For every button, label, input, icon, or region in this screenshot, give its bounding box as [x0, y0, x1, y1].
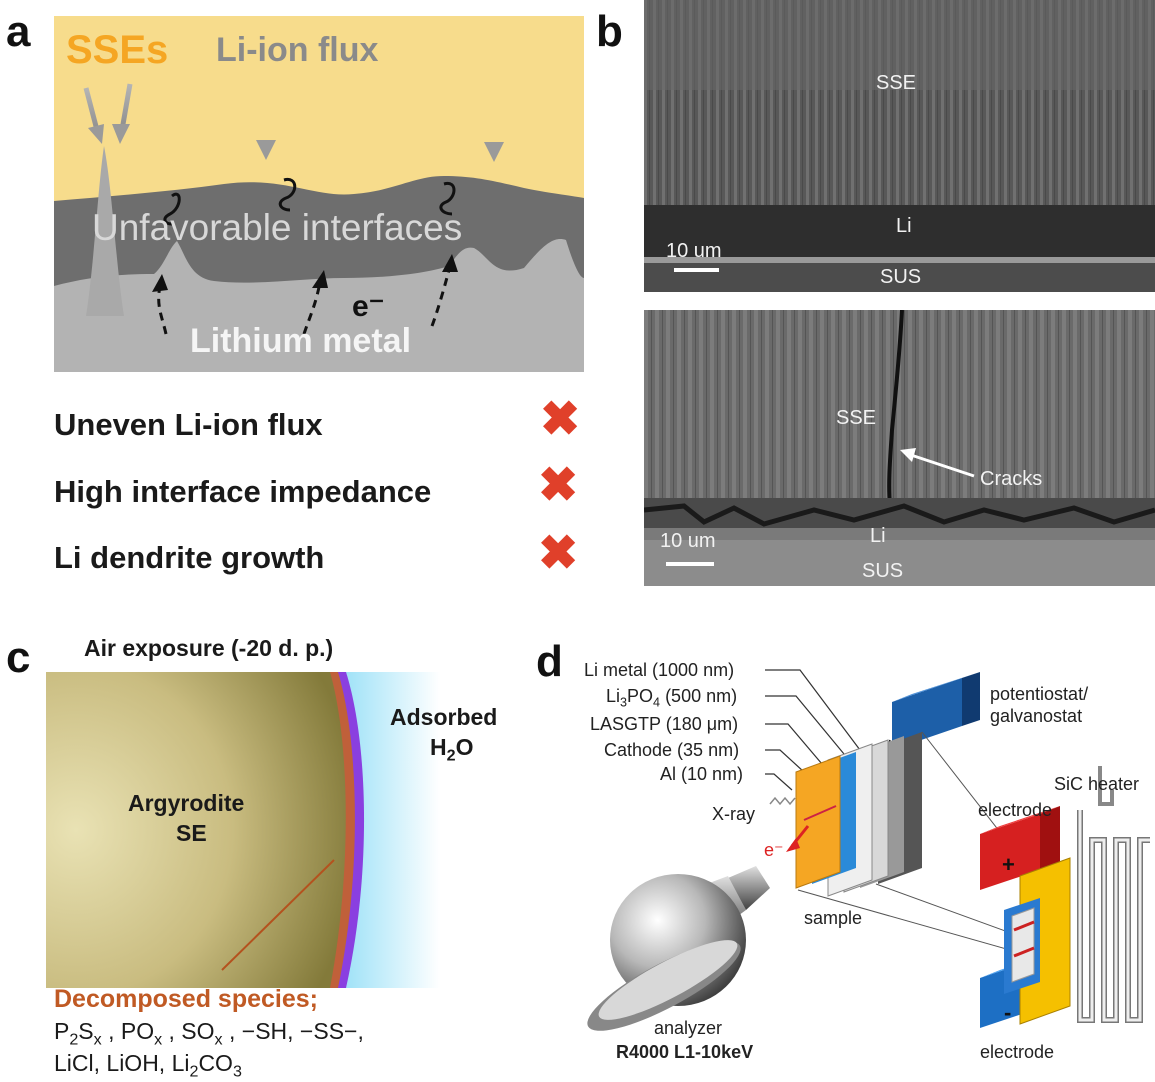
issue-uneven-flux: Uneven Li-ion flux — [54, 407, 323, 442]
panel-d-letter: d — [536, 637, 563, 686]
electrode-bottom-label: electrode — [980, 1042, 1055, 1062]
species-line-2: LiCl, LiOH, Li2CO3 — [54, 1050, 242, 1081]
sem-bottom-sus: SUS — [862, 560, 904, 582]
decomposed-label: Decomposed species; — [54, 985, 318, 1013]
sem-bottom-sse: SSE — [836, 407, 877, 429]
panel-c-letter: c — [6, 633, 31, 682]
li-metal-label: Li metal (1000 nm) — [584, 660, 735, 680]
h2o-label: H2O — [430, 734, 474, 765]
sic-heater-label: SiC heater — [1054, 774, 1140, 794]
squiggles — [163, 177, 456, 226]
electrode-top-label: electrode — [978, 800, 1053, 820]
cathode-label: Cathode (35 nm) — [604, 740, 740, 760]
li3po4-label: Li3PO4 (500 nm) — [606, 686, 738, 710]
flux-arrows — [83, 83, 504, 162]
potentiostat-label: potentiostat/ — [990, 684, 1089, 704]
sem-bottom-li: Li — [870, 525, 886, 547]
sem-image-bottom — [644, 310, 1155, 586]
xray-label: X-ray — [712, 804, 756, 824]
sses-label: SSEs — [66, 28, 169, 72]
minus-sign: - — [1004, 1000, 1012, 1025]
sem-top-li: Li — [896, 215, 912, 237]
sem-top-sus: SUS — [880, 266, 922, 288]
argyrodite-label: Argyrodite — [128, 790, 245, 816]
panel-c-title: Air exposure (-20 d. p.) — [84, 635, 334, 661]
sample-label: sample — [804, 908, 863, 928]
issue-dendrite: Li dendrite growth — [54, 540, 325, 575]
d-electron-label: e⁻ — [764, 840, 784, 860]
adsorbed-label: Adsorbed — [390, 704, 498, 730]
li-ion-flux-label: Li-ion flux — [216, 31, 379, 69]
sem-top-sse: SSE — [876, 72, 917, 94]
issue-impedance: High interface impedance — [54, 474, 432, 509]
analyzer-label: analyzer — [654, 1018, 723, 1038]
cross-icon: ✖ — [540, 393, 581, 446]
panel-d-schematic — [587, 669, 1150, 1031]
panel-a-schematic — [54, 16, 584, 372]
sem-image-top — [644, 0, 1155, 292]
sem-bottom-scale: 10 um — [660, 530, 716, 552]
lithium-region — [54, 239, 584, 372]
sem-top-scale: 10 um — [666, 240, 722, 262]
sem-bottom-cracks: Cracks — [980, 468, 1043, 490]
dendrite-spike — [86, 146, 124, 316]
plus-sign: + — [1002, 852, 1015, 877]
analyzer-model-label: R4000 L1-10keV — [616, 1042, 754, 1062]
cross-icon: ✖ — [538, 459, 579, 512]
electron-arrowheads — [152, 254, 458, 292]
se-label: SE — [176, 820, 207, 846]
panel-a-letter: a — [6, 7, 31, 56]
al-label: Al (10 nm) — [660, 764, 744, 784]
lithium-metal-label: Lithium metal — [190, 322, 412, 360]
panel-b-letter: b — [596, 7, 623, 56]
galvanostat-label: galvanostat — [990, 706, 1083, 726]
electron-label: e⁻ — [352, 290, 385, 323]
lasgtp-label: LASGTP (180 μm) — [590, 714, 739, 734]
panel-c-schematic — [46, 672, 440, 988]
cross-icon: ✖ — [538, 527, 579, 580]
species-line-1: P2Sx , POx , SOx , −SH, −SS−, — [54, 1018, 364, 1049]
unfavorable-interfaces-label: Unfavorable interfaces — [92, 207, 463, 248]
